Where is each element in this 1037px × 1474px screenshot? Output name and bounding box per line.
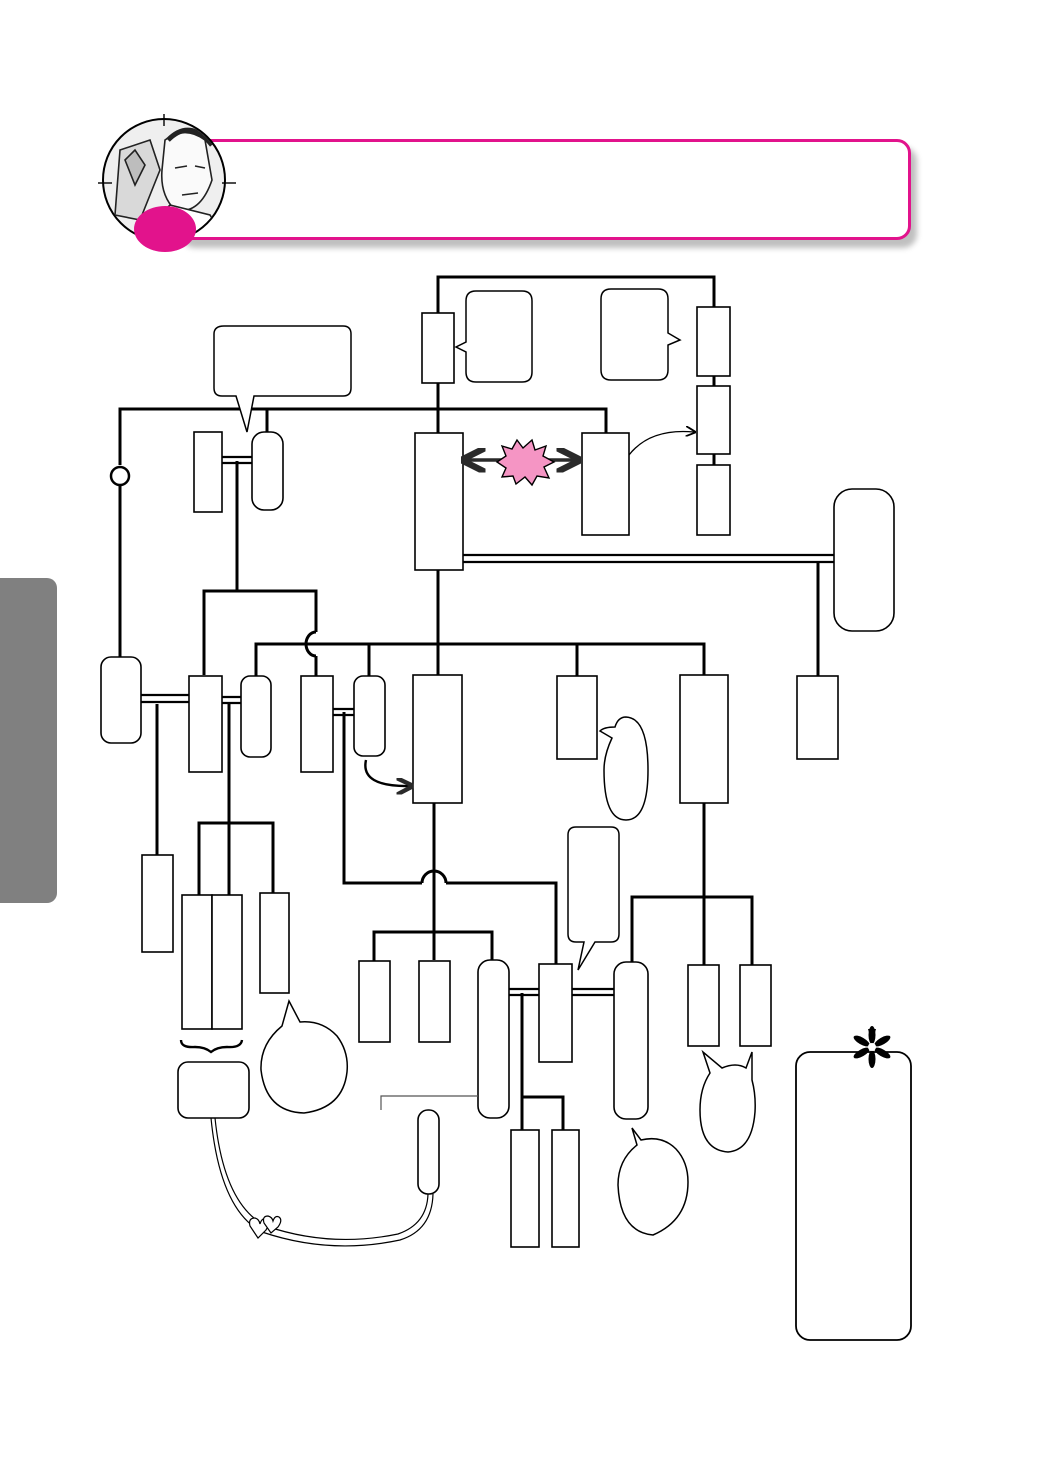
person-node — [833, 488, 895, 632]
person-node — [240, 675, 272, 758]
person-node — [696, 464, 731, 536]
conflict-indicator — [466, 438, 576, 487]
relation-arrow — [364, 759, 410, 786]
group-brace — [179, 1039, 244, 1054]
person-node — [687, 964, 720, 1047]
person-node — [739, 964, 772, 1047]
person-node — [510, 1129, 540, 1248]
speech-bubble — [260, 998, 349, 1114]
person-node — [551, 1129, 580, 1248]
person-node — [300, 675, 334, 773]
relation-line — [380, 1095, 478, 1110]
speech-bubble — [213, 325, 352, 433]
conflict-burst-icon — [495, 438, 556, 487]
person-node — [141, 854, 174, 953]
speech-bubble — [600, 288, 682, 381]
person-node — [696, 306, 731, 377]
partner-lines — [141, 455, 835, 997]
person-node — [100, 656, 142, 744]
person-node — [421, 312, 455, 384]
heart-string — [210, 1117, 434, 1247]
person-node — [188, 675, 223, 773]
person-node — [259, 892, 290, 994]
person-node — [251, 431, 284, 511]
flower-icon — [853, 1026, 891, 1068]
relation-arrow — [628, 431, 694, 456]
person-node — [177, 1061, 250, 1119]
speech-bubble — [598, 716, 649, 821]
person-node — [696, 385, 731, 455]
person-node — [418, 960, 451, 1043]
person-node — [613, 961, 649, 1120]
side-tab — [0, 578, 57, 903]
portrait-emblem-icon — [98, 114, 236, 252]
person-node — [581, 432, 630, 536]
header-banner — [175, 139, 911, 240]
speech-bubble — [617, 1127, 689, 1236]
person-node — [412, 674, 463, 804]
connector-lines — [118, 275, 820, 1130]
cat-ears-bubble-icon — [699, 1049, 756, 1153]
person-node — [679, 674, 729, 804]
person-node — [353, 675, 386, 757]
person-node — [181, 894, 213, 1030]
person-node — [358, 960, 391, 1043]
note-box — [795, 1051, 912, 1341]
person-node — [193, 431, 223, 513]
person-node — [477, 959, 510, 1119]
speech-bubble — [454, 290, 533, 383]
heart-icon — [262, 1215, 282, 1234]
heart-string — [214, 1117, 429, 1241]
link-marker — [109, 465, 131, 487]
person-node — [556, 675, 598, 760]
person-node — [417, 1109, 440, 1195]
speech-bubble — [567, 826, 620, 971]
person-node — [796, 675, 839, 760]
person-node — [414, 432, 464, 571]
person-node — [211, 894, 243, 1030]
person-node — [538, 963, 573, 1063]
